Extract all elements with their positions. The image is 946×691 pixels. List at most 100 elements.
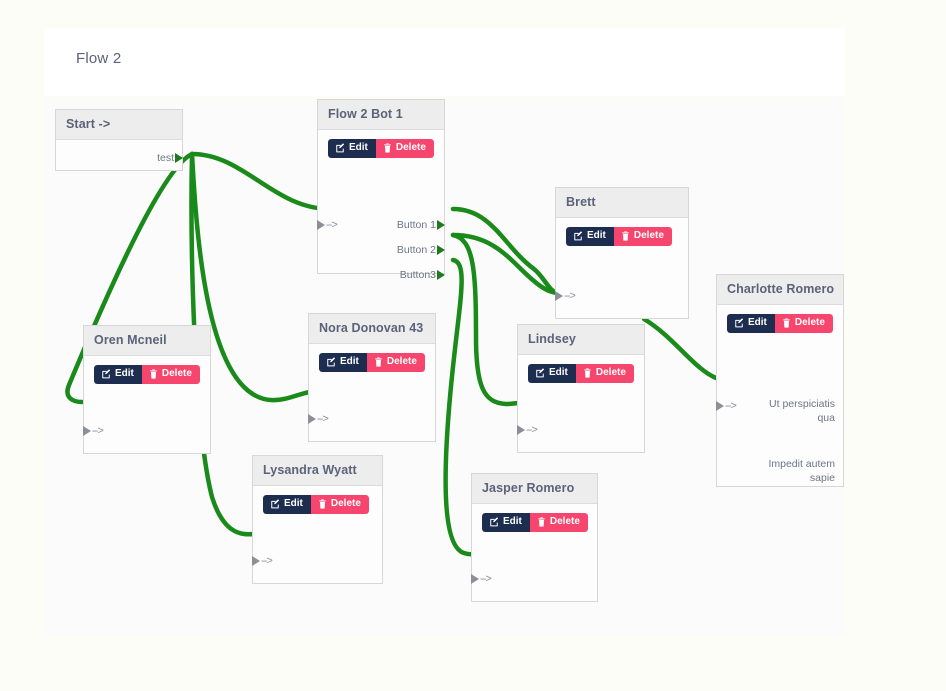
port-out-button-3[interactable]: Button3 [399,269,445,281]
port-in[interactable]: --> [317,219,338,231]
node-title: Start -> [56,110,182,140]
edit-button[interactable]: Edit [566,227,614,246]
delete-button-label: Delete [386,356,417,367]
edit-button[interactable]: Edit [319,353,367,372]
node-actions: Edit Delete [482,513,588,532]
node-title: Flow 2 Bot 1 [318,100,444,130]
node-body: Edit Delete --> [555,218,688,318]
delete-button[interactable]: Delete [529,513,588,532]
node-body: Edit Delete --> [308,344,435,441]
node-oren-mcneil[interactable]: Oren Mcneil Edit Delete [83,325,211,454]
delete-button-label: Delete [633,230,664,241]
edge-button2-to-brett [450,232,560,296]
port-out-button-1[interactable]: Button 1 [396,219,445,231]
port-connector-icon[interactable] [716,401,724,411]
edit-button[interactable]: Edit [328,139,376,158]
delete-button[interactable]: Delete [141,365,200,384]
port-in[interactable]: --> [517,424,538,436]
node-nora-donovan[interactable]: Nora Donovan 43 Edit Delete [308,313,436,442]
port-in[interactable]: --> [471,573,492,585]
delete-button-label: Delete [794,317,825,328]
flow-canvas[interactable]: Start -> test Flow 2 Bot 1 Edi [44,97,845,636]
delete-button-label: Delete [161,368,192,379]
port-label: Button3 [399,269,436,281]
port-label: Ut perspiciatis qua [769,398,835,425]
node-brett[interactable]: Brett Edit Delete [555,187,689,319]
edit-button[interactable]: Edit [263,495,311,514]
port-out-test[interactable]: test [157,152,183,164]
delete-button[interactable]: Delete [774,314,833,333]
node-flow2bot1[interactable]: Flow 2 Bot 1 Edit Delete [317,99,445,281]
page-title: Flow 2 [76,50,122,67]
delete-button[interactable]: Delete [375,139,434,158]
port-in[interactable]: --> [252,555,273,567]
edit-button[interactable]: Edit [94,365,142,384]
port-out-button-2[interactable]: Button 2 [397,244,445,256]
port-in[interactable]: --> [716,400,737,412]
edit-button-label: Edit [115,368,134,379]
edit-button-label: Edit [284,498,303,509]
port-out-text-2[interactable]: Impedit autem sapie [757,457,835,485]
node-actions: Edit Delete [566,227,672,246]
node-body: test [56,140,183,170]
node-title: Nora Donovan 43 [309,314,435,344]
trash-icon [783,318,790,328]
port-connector-icon[interactable] [317,220,325,230]
node-jasper-romero[interactable]: Jasper Romero Edit Delete [471,473,598,602]
node-title: Lysandra Wyatt [253,456,382,486]
port-connector-icon[interactable] [437,220,445,230]
edit-button-label: Edit [503,516,522,527]
port-in[interactable]: --> [308,413,329,425]
port-connector-icon[interactable] [471,574,479,584]
node-lindsey[interactable]: Lindsey Edit Delete [517,324,645,453]
edit-button[interactable]: Edit [482,513,530,532]
port-connector-icon[interactable] [83,426,91,436]
edit-button-label: Edit [340,356,359,367]
node-body: Edit Delete --> Button 1 [317,130,445,281]
node-actions: Edit Delete [263,495,369,514]
port-connector-icon[interactable] [175,153,183,163]
node-actions: Edit Delete [328,139,434,158]
trash-icon [150,369,157,379]
port-out-text-1[interactable]: Ut perspiciatis qua [757,397,835,425]
port-connector-icon[interactable] [252,556,260,566]
pencil-square-icon [574,231,583,241]
node-lysandra-wyatt[interactable]: Lysandra Wyatt Edit Delete [252,455,383,584]
edit-button[interactable]: Edit [727,314,775,333]
port-label: --> [526,424,538,436]
port-label: --> [317,413,329,425]
edge-start-to-flow2bot1 [189,151,333,212]
edge-button2-to-lindsey [450,232,522,407]
port-connector-icon[interactable] [555,291,563,301]
node-title: Lindsey [518,325,644,355]
pencil-square-icon [336,143,345,153]
node-charlotte-romero[interactable]: Charlotte Romero Edit Delete [716,274,844,487]
port-connector-icon[interactable] [437,270,445,280]
node-start[interactable]: Start -> test [55,109,183,171]
port-label: Button 1 [396,219,436,231]
port-connector-icon[interactable] [308,414,316,424]
port-connector-icon[interactable] [517,425,525,435]
port-in[interactable]: --> [83,425,104,437]
delete-button[interactable]: Delete [575,364,634,383]
port-label: test [157,152,174,164]
delete-button[interactable]: Delete [310,495,369,514]
node-body: Edit Delete --> [471,504,597,601]
edit-button-label: Edit [748,317,767,328]
edit-button[interactable]: Edit [528,364,576,383]
port-in[interactable]: --> [555,290,576,302]
node-body: Edit Delete --> [252,486,382,583]
delete-button[interactable]: Delete [366,353,425,372]
header-card: Flow 2 [44,28,845,96]
node-title: Brett [556,188,688,218]
trash-icon [538,517,545,527]
pencil-square-icon [271,499,280,509]
pencil-square-icon [490,517,499,527]
port-label: --> [92,425,104,437]
delete-button-label: Delete [549,516,580,527]
delete-button[interactable]: Delete [613,227,672,246]
node-title: Jasper Romero [472,474,597,504]
port-connector-icon[interactable] [437,245,445,255]
node-actions: Edit Delete [319,353,425,372]
